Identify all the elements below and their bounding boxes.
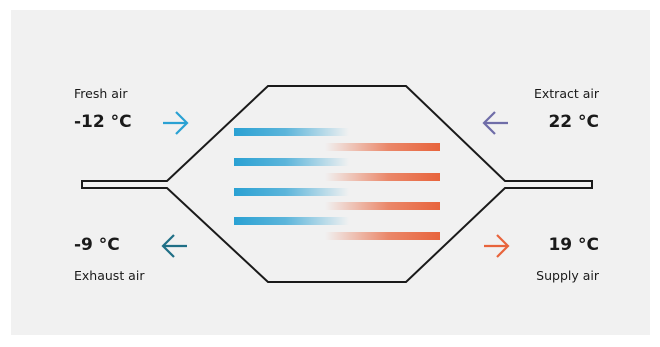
arrow-right-icon: [163, 111, 189, 135]
warm-channel: [325, 143, 440, 151]
diagram-panel: [11, 10, 650, 335]
warm-channel: [325, 173, 440, 181]
cold-channel: [234, 217, 349, 225]
cold-channel: [234, 158, 349, 166]
warm-channel: [325, 202, 440, 210]
fresh-air-label: Fresh air: [74, 86, 128, 101]
arrow-right-icon: [484, 234, 510, 258]
supply-air-temp: 19 °C: [548, 235, 599, 255]
exhaust-air-label: Exhaust air: [74, 268, 145, 283]
supply-air-label: Supply air: [536, 268, 599, 283]
extract-air-label: Extract air: [533, 86, 599, 101]
warm-channel: [325, 232, 440, 240]
fresh-air-temp: -12 °C: [74, 112, 132, 132]
exchanger-outline: [81, 85, 593, 283]
cold-channel: [234, 128, 349, 136]
cold-channel: [234, 188, 349, 196]
arrow-left-icon: [482, 111, 508, 135]
extract-air-temp: 22 °C: [548, 112, 599, 132]
arrow-left-icon: [161, 234, 187, 258]
exhaust-air-temp: -9 °C: [74, 235, 120, 255]
